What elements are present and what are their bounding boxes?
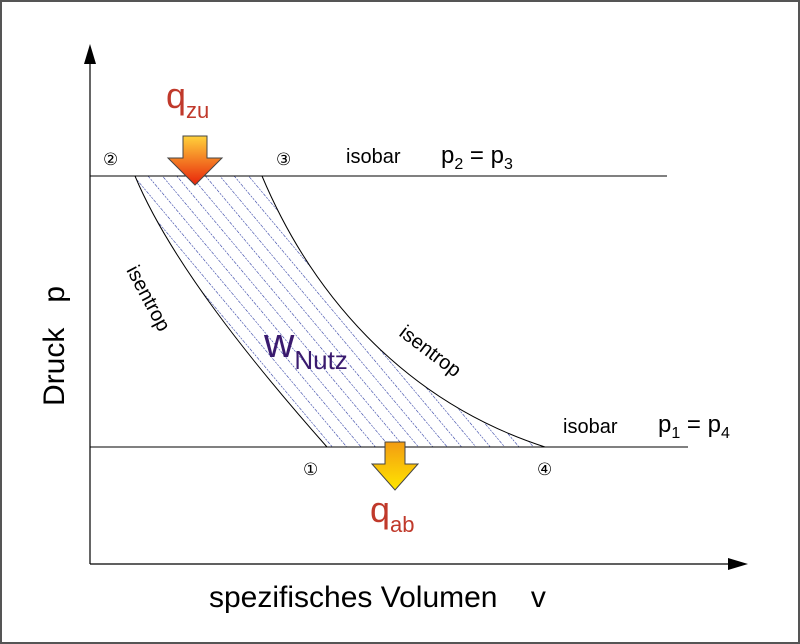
eq-bottom-sub1: 1 <box>671 425 680 442</box>
work-area <box>135 176 545 447</box>
work-main: w <box>263 319 295 366</box>
eq-top-p: p <box>441 142 454 169</box>
point-3-marker: ③ <box>276 150 291 169</box>
work-label: wNutz <box>263 319 348 375</box>
point-4-marker: ④ <box>537 460 552 479</box>
point-1-marker: ① <box>303 460 318 479</box>
eq-top-sub2: 3 <box>504 156 513 173</box>
isobar-top-equation: p2 = p3 <box>441 142 513 173</box>
isentrop-left-label: isentrop <box>122 262 175 335</box>
y-axis-label: Druck p <box>38 286 71 406</box>
heat-in-arrow <box>166 135 224 186</box>
heat-out-label: qab <box>370 489 415 537</box>
heat-in-main: q <box>166 75 186 116</box>
heat-in-sub: zu <box>186 98 209 123</box>
x-axis-label: spezifisches Volumen v <box>209 581 546 614</box>
heat-out-sub: ab <box>390 512 414 537</box>
heat-out-arrow <box>370 441 420 491</box>
isobar-bottom-equation: p1 = p4 <box>658 411 730 442</box>
isobar-top-label: isobar <box>346 146 401 168</box>
eq-bottom-sub2: 4 <box>721 425 730 442</box>
isentrop-curve-right <box>261 175 546 448</box>
eq-top-sub1: 2 <box>454 156 463 173</box>
eq-top-mid: = p <box>463 142 504 169</box>
point-2-marker: ② <box>103 150 118 169</box>
x-axis-arrowhead <box>728 558 748 570</box>
heat-in-label: qzu <box>166 75 209 123</box>
eq-bottom-mid: = p <box>680 411 721 438</box>
work-sub: Nutz <box>294 345 347 375</box>
isentrop-curve-left <box>134 175 328 448</box>
eq-bottom-p: p <box>658 411 671 438</box>
y-axis-arrowhead <box>84 44 96 64</box>
heat-out-main: q <box>370 489 390 530</box>
isobar-bottom-label: isobar <box>563 416 618 438</box>
